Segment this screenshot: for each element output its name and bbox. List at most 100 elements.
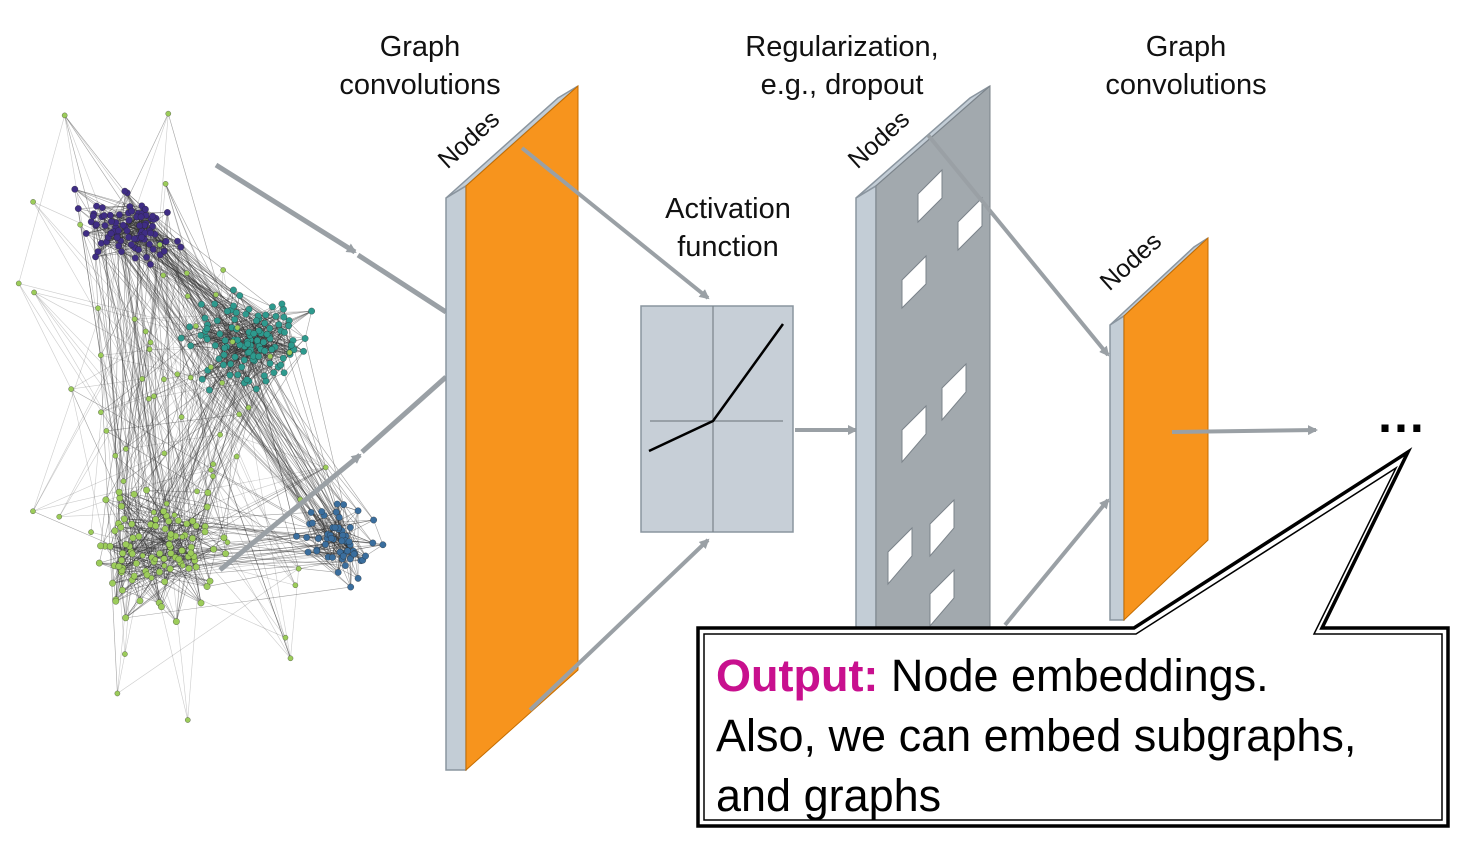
graph-node	[118, 248, 125, 255]
graph-node	[118, 556, 125, 564]
graph-node	[232, 309, 240, 316]
graph-edge	[132, 533, 171, 555]
graph-node	[215, 355, 223, 363]
graph-edge	[118, 225, 140, 231]
graph-node	[262, 311, 270, 319]
graph-edge	[168, 521, 225, 538]
graph-edge	[122, 523, 187, 569]
graph-node	[112, 452, 119, 459]
graph-edge	[194, 336, 270, 561]
graph-edge	[336, 503, 374, 544]
graph-edge	[79, 224, 165, 380]
callout-line3: and graphs	[716, 770, 942, 821]
graph-node	[220, 534, 228, 542]
graph-edge	[186, 352, 290, 524]
graph-node	[160, 247, 168, 255]
graph-node	[115, 562, 123, 570]
graph-node	[327, 535, 335, 542]
graph-edge	[114, 530, 141, 601]
graph-node	[354, 575, 362, 582]
graph-node	[189, 534, 196, 542]
graph-edge	[247, 352, 310, 524]
graph-edge	[118, 192, 128, 231]
graph-node	[203, 583, 211, 590]
graph-edge	[86, 233, 118, 238]
callout-line1-rest: Node embeddings.	[878, 650, 1269, 701]
graph-edge	[141, 205, 290, 321]
graph-edge	[306, 537, 346, 566]
graph-node	[131, 316, 138, 322]
graph-node	[314, 535, 322, 542]
graph-edge	[91, 217, 156, 223]
graph-edge	[244, 359, 374, 521]
graph-node	[288, 341, 295, 349]
graph-node	[129, 534, 137, 542]
graph-node	[203, 335, 211, 343]
graph-edge	[128, 220, 346, 537]
graph-edge	[190, 377, 214, 477]
graph-edge	[196, 467, 326, 492]
graph-node	[114, 690, 121, 697]
graph-node	[99, 204, 106, 211]
graph-node	[143, 253, 150, 261]
graph-edge	[146, 574, 202, 604]
graph-edge	[190, 335, 251, 347]
graph-edge	[150, 524, 153, 558]
graph-edge	[115, 206, 131, 223]
graph-edge	[96, 224, 147, 491]
graph-node	[229, 338, 236, 345]
graph-node	[161, 450, 168, 457]
graph-edge	[100, 545, 160, 573]
graph-node	[238, 363, 246, 371]
graph-node	[345, 538, 353, 546]
graph-node	[107, 230, 115, 237]
graph-node	[137, 213, 145, 221]
graph-edge	[100, 366, 212, 413]
graph-node	[116, 494, 124, 502]
graph-edge	[124, 518, 343, 532]
graph-edge	[64, 115, 326, 468]
graph-edge	[125, 566, 197, 619]
graph-node	[206, 386, 213, 394]
graph-edge	[145, 215, 359, 511]
graph-node	[131, 254, 139, 262]
graph-edge	[103, 215, 122, 561]
graph-node	[253, 337, 261, 344]
graph-node	[82, 230, 90, 237]
graph-edge	[160, 243, 280, 325]
graph-edge	[174, 296, 189, 516]
graph-node	[118, 502, 125, 510]
layer1-to-activation-arrows	[520, 146, 710, 712]
graph-edge	[102, 207, 146, 224]
graph-edge	[178, 520, 206, 533]
graph-edge	[116, 232, 132, 552]
graph-node	[341, 562, 349, 569]
graph-node	[231, 353, 239, 361]
graph-edge	[114, 332, 285, 566]
graph-edge	[121, 251, 355, 554]
graph-node	[101, 222, 109, 229]
graph-node	[161, 376, 167, 383]
graph-edge	[122, 589, 160, 604]
graph-edge	[350, 527, 366, 557]
graph-edge	[131, 523, 171, 538]
graph-edge	[134, 310, 312, 320]
graph-edge	[354, 553, 359, 579]
graph-edge	[116, 215, 153, 233]
graph-edge	[131, 523, 170, 545]
graph-node	[332, 508, 340, 516]
graph-edge	[118, 245, 332, 539]
activation-line2: function	[677, 231, 779, 263]
graph-node	[230, 302, 237, 310]
graph-edge	[288, 310, 312, 326]
graph-node	[142, 205, 149, 213]
graph-edge	[109, 546, 117, 602]
graph-edge	[124, 512, 155, 655]
graph-node	[245, 404, 252, 411]
graph-node	[184, 293, 191, 299]
graph-node	[236, 292, 244, 299]
graph-node	[184, 270, 190, 276]
graph-node	[201, 528, 209, 536]
graph-edge	[204, 476, 214, 527]
graph-node	[120, 515, 128, 523]
